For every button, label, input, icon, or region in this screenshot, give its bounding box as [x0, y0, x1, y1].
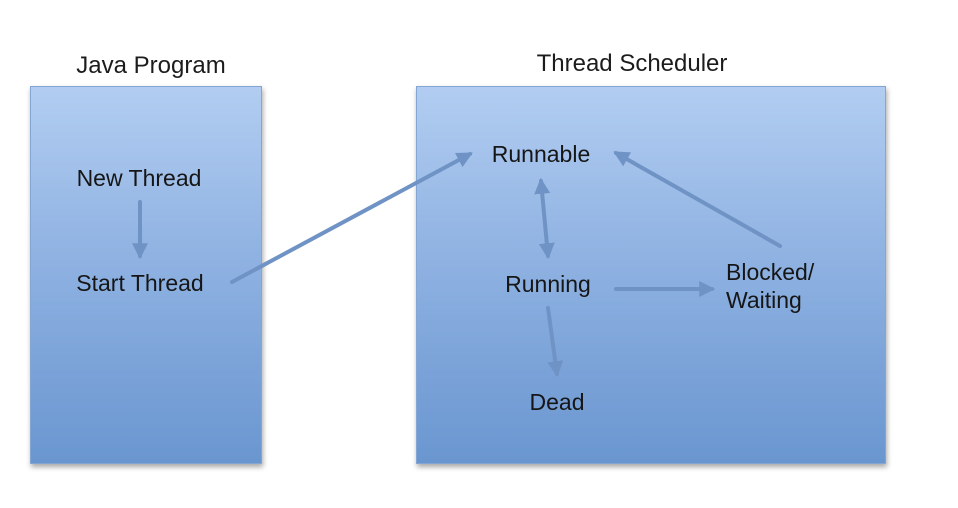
node-blocked-waiting: Blocked/ Waiting	[726, 258, 814, 314]
node-blocked-line1: Blocked/	[726, 259, 815, 285]
java-program-box	[30, 86, 262, 464]
node-start-thread: Start Thread	[76, 270, 204, 296]
node-dead: Dead	[529, 389, 585, 415]
thread-scheduler-box	[416, 86, 886, 464]
java-program-title: Java Program	[76, 52, 226, 79]
node-runnable: Runnable	[491, 141, 591, 167]
node-blocked-line2: Waiting	[726, 287, 802, 313]
thread-scheduler-title: Thread Scheduler	[536, 50, 728, 77]
node-new-thread: New Thread	[76, 165, 202, 191]
node-running: Running	[505, 271, 591, 297]
